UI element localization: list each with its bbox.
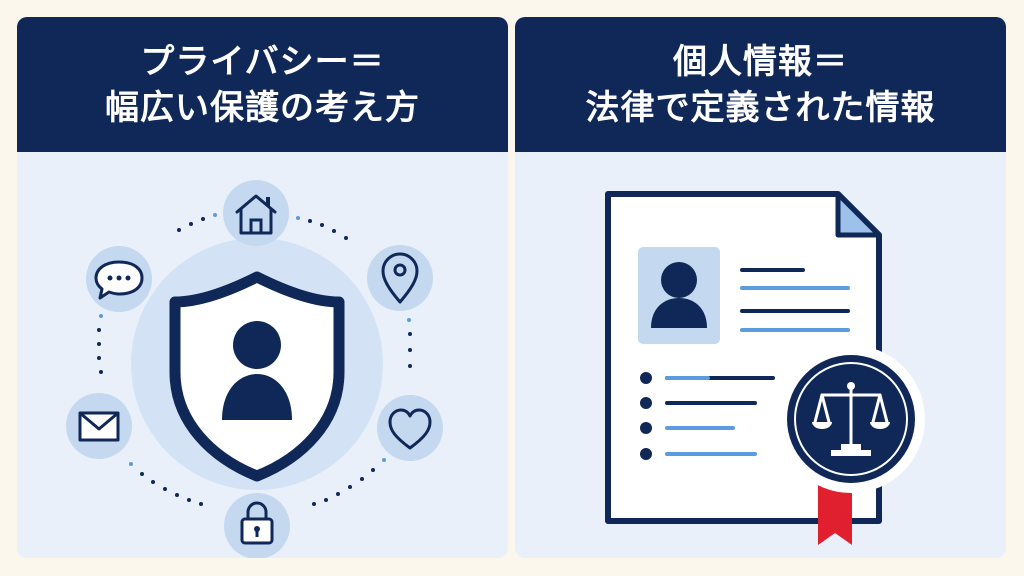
- privacy-title-line1: プライバシー＝: [140, 41, 385, 82]
- privacy-illustration: [17, 152, 508, 558]
- privacy-title-line2: 幅広い保護の考え方: [105, 87, 420, 128]
- personal-info-title-line2: 法律で定義された情報: [585, 87, 936, 128]
- personal-info-panel: 個人情報＝ 法律で定義された情報: [515, 17, 1006, 558]
- privacy-panel-header: プライバシー＝ 幅広い保護の考え方: [17, 17, 508, 152]
- orbit-dots: [97, 217, 412, 506]
- orbit-dots-accent: [99, 213, 411, 466]
- house-icon: [223, 180, 289, 246]
- personal-info-diagram: [605, 191, 925, 545]
- padlock-icon: [224, 493, 290, 558]
- personal-info-illustration: [515, 152, 1006, 558]
- privacy-diagram: [66, 180, 443, 558]
- personal-info-title-line1: 個人情報＝: [673, 41, 848, 82]
- personal-info-panel-header: 個人情報＝ 法律で定義された情報: [515, 17, 1006, 152]
- shield-person-icon: [169, 271, 345, 482]
- envelope-icon: [66, 393, 132, 459]
- location-pin-icon: [367, 245, 433, 311]
- privacy-panel: プライバシー＝ 幅広い保護の考え方: [17, 17, 508, 558]
- scales-of-justice-seal-icon: [777, 345, 925, 545]
- chat-bubble-icon: [86, 246, 152, 312]
- heart-icon: [377, 395, 443, 461]
